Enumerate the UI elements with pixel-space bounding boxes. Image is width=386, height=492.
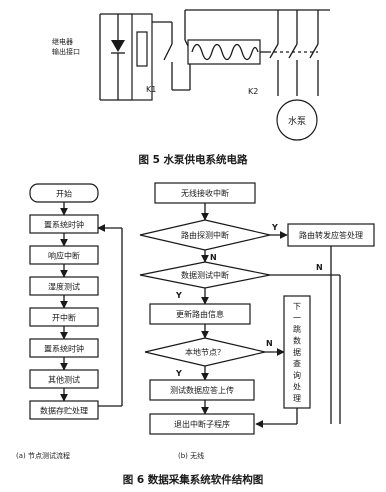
exit-interrupt-box [149,413,255,435]
node-step-text: 开中断 [52,313,76,323]
test-data-upload-box [149,379,255,401]
data-test-decision-text: 数据测试中断 [181,270,229,280]
next-hop-char: 跳 [293,324,301,334]
node-step-text: 置系统时钟 [44,220,84,230]
local-node-decision-text: 本地节点？ [185,347,225,357]
next-hop-char: 查 [293,359,301,369]
k2-label: K2 [248,87,258,96]
route-forward-reply-text: 路由转发应答处理 [299,230,363,240]
pump-power-circuit: 继电器 输出接口 K1 K2 [52,9,330,166]
next-hop-char: 一 [293,314,301,323]
node-step-text: 数据存贮处理 [40,406,88,416]
next-hop-char: 理 [293,394,301,403]
next-hop-query-box [283,295,311,409]
local-node-no: N [266,339,273,348]
node-step-text: 响应中断 [48,251,80,261]
update-route-info-text: 更新路由信息 [176,309,224,319]
next-hop-char: 下 [293,302,301,311]
next-hop-char: 处 [293,382,301,392]
relay-module: 继电器 输出接口 [52,13,153,101]
node-step-text: 置系统时钟 [44,344,84,354]
next-hop-char: 据 [293,347,301,357]
local-node-yes: Y [175,369,182,378]
wireless-caption: (b) 无线 [178,451,204,460]
node-test-caption: (a) 节点测试流程 [16,451,70,460]
route-probe-decision-text: 路由探测中断 [181,230,229,240]
node-step-box [29,400,99,420]
route-probe-yes: Y [271,223,278,232]
route-probe-no: N [210,253,217,262]
node-step-text: 开始 [56,189,72,199]
pump-motor: 水泵 [276,99,318,141]
next-hop-char: 询 [293,370,301,380]
wireless-receive-interrupt-text: 无线接收中断 [181,188,229,198]
flyback-diode-icon [111,14,125,100]
data-test-yes: Y [175,291,182,300]
node-step-text: 湿度测试 [48,282,80,292]
figure-5-caption: 图 5 水泵供电系统电路 [138,153,248,166]
relay-port-label-line1: 继电器 [52,37,73,46]
data-test-no: N [316,263,323,272]
update-route-info-box [149,303,251,325]
pump-motor-icon [276,99,318,141]
next-hop-char: 数 [293,336,301,346]
pump-label: 水泵 [288,115,306,127]
test-data-upload-text: 测试数据应答上传 [170,385,234,395]
wireless-interrupt-flowchart: 无线接收中断 路由探测中断 Y N 路由转发应答处理 数据测试中断 N Y 更新… [139,182,375,460]
switch-k1: K1 [146,43,190,94]
k1-label: K1 [146,85,156,94]
figure-6-caption: 图 6 数据采集系统软件结构图 [123,473,264,486]
k2-coil [187,39,261,65]
contactor-k2: K2 [184,39,268,96]
relay-coil [136,31,148,67]
pump-switch-contacts [268,43,319,96]
exit-interrupt-text: 退出中断子程序 [174,419,230,429]
relay-port-label-line2: 输出接口 [52,47,80,56]
node-step-text: 其他测试 [48,375,80,385]
